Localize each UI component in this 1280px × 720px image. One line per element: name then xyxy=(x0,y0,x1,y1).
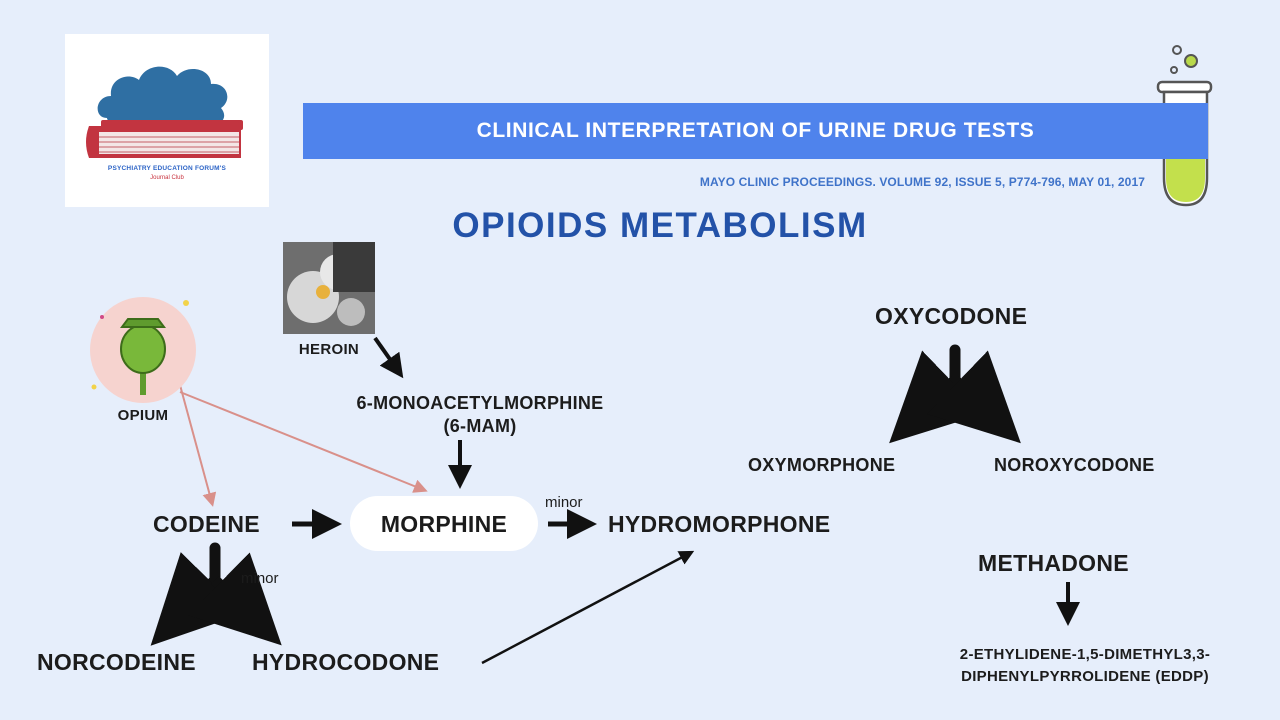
brain-book-logo-icon xyxy=(86,66,243,158)
edge-label-codeine-minor: minor xyxy=(241,570,279,587)
logo-line-2: Journal Club xyxy=(150,175,184,181)
morphine-highlight xyxy=(350,496,538,551)
edge-label-morphine-minor: minor xyxy=(545,494,583,511)
header-banner: CLINICAL INTERPRETATION OF URINE DRUG TE… xyxy=(303,103,1208,159)
arrow-opium-to-codeine xyxy=(179,384,217,507)
arrow-opium-to-morphine xyxy=(179,391,428,493)
node-codeine: CODEINE xyxy=(153,511,260,537)
arrow-codeine-to-hydrocodone xyxy=(188,552,282,646)
node-norcodeine: NORCODEINE xyxy=(37,649,196,675)
node-noroxycodone: NOROXYCODONE xyxy=(994,455,1155,475)
poppy-pod-icon xyxy=(91,300,189,395)
heroin-photo xyxy=(283,242,375,334)
node-6mam-line1: 6-MONOACETYLMORPHINE xyxy=(356,393,604,413)
node-eddp-line1: 2-ETHYLIDENE-1,5-DIMETHYL3,3- xyxy=(959,646,1211,663)
diagram-title: OPIOIDS METABOLISM xyxy=(452,206,868,245)
node-morphine: MORPHINE xyxy=(380,511,508,537)
arrow-codeine-to-norcodeine xyxy=(150,552,244,646)
logo-line-1: PSYCHIATRY EDUCATION FORUM'S xyxy=(107,165,227,172)
node-methadone: METHADONE xyxy=(978,550,1129,576)
citation: MAYO CLINIC PROCEEDINGS. VOLUME 92, ISSU… xyxy=(699,175,1145,189)
arrow-oxycodone-to-noroxycodone xyxy=(926,350,1021,444)
node-oxycodone: OXYCODONE xyxy=(875,303,1028,329)
node-hydromorphone: HYDROMORPHONE xyxy=(608,511,831,537)
node-oxymorphone: OXYMORPHONE xyxy=(748,455,896,475)
node-eddp-line2: DIPHENYLPYRROLIDENE (EDDP) xyxy=(961,668,1209,685)
arrow-hydrocodone-to-hydromorphone xyxy=(481,550,695,665)
arrow-heroin-to-6mam xyxy=(373,336,404,379)
node-heroin: HEROIN xyxy=(298,341,360,358)
arrow-oxycodone-to-oxymorphone xyxy=(889,350,984,444)
node-opium: OPIUM xyxy=(117,407,169,424)
node-hydrocodone: HYDROCODONE xyxy=(252,649,440,675)
banner-title: CLINICAL INTERPRETATION OF URINE DRUG TE… xyxy=(476,119,1035,142)
journal-club-logo: PSYCHIATRY EDUCATION FORUM'S Journal Clu… xyxy=(65,34,269,207)
node-6mam-line2: (6-MAM) xyxy=(443,416,517,436)
